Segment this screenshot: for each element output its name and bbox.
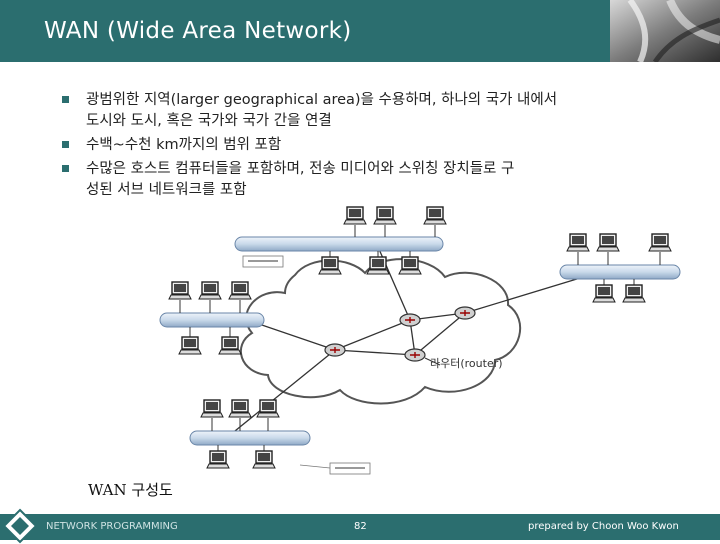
lan-bus-top: [234, 236, 444, 252]
host-computer-icon: [343, 206, 367, 225]
host-computer-icon: [318, 256, 342, 275]
bullet-item: 수백~수천 km까지의 범위 포함: [62, 135, 702, 156]
host-computer-icon: [596, 233, 620, 252]
bullet-square-icon: [62, 141, 69, 148]
host-computer-icon: [228, 399, 252, 418]
host-computer-icon: [648, 233, 672, 252]
host-computer-icon: [200, 399, 224, 418]
bullet-square-icon: [62, 165, 69, 172]
host-computer-icon: [373, 206, 397, 225]
host-computer-icon: [218, 336, 242, 355]
bullet-text: 수많은 호스트 컴퓨터들을 포함하며, 전송 미디어와 스위칭 장치들로 구 성…: [86, 161, 515, 198]
router-icon: [454, 306, 476, 320]
slide-header: WAN (Wide Area Network): [0, 0, 720, 62]
router-icon: [324, 343, 346, 357]
bullet-text: 수백~수천 km까지의 범위 포함: [86, 137, 282, 153]
host-computer-icon: [206, 450, 230, 469]
slide-title: WAN (Wide Area Network): [44, 18, 352, 44]
router-icon: [404, 348, 426, 362]
host-computer-icon: [228, 281, 252, 300]
host-computer-icon: [592, 284, 616, 303]
header-decoration-image: [610, 0, 720, 62]
lan-bus-bottom: [189, 430, 311, 446]
bullet-square-icon: [62, 96, 69, 103]
diamond-logo-icon: [2, 508, 38, 544]
lan-bus-right: [559, 264, 681, 280]
footer-author: prepared by Choon Woo Kwon: [528, 521, 679, 532]
bullet-text: 광범위한 지역(larger geographical area)을 수용하며,…: [86, 92, 558, 129]
diagram-caption: WAN 구성도: [88, 481, 173, 499]
footer-course: NETWORK PROGRAMMING: [46, 521, 178, 532]
page-number: 82: [354, 521, 367, 532]
bullet-list: 광범위한 지역(larger geographical area)을 수용하며,…: [62, 90, 702, 204]
host-computer-icon: [168, 281, 192, 300]
host-computer-icon: [198, 281, 222, 300]
host-computer-icon: [256, 399, 280, 418]
host-computer-icon: [622, 284, 646, 303]
slide-footer: [0, 514, 720, 540]
bullet-item: 수많은 호스트 컴퓨터들을 포함하며, 전송 미디어와 스위칭 장치들로 구 성…: [62, 159, 702, 201]
host-computer-icon: [366, 256, 390, 275]
router-label: 라우터(router): [430, 357, 503, 370]
host-computer-icon: [252, 450, 276, 469]
host-computer-icon: [398, 256, 422, 275]
host-computer-icon: [566, 233, 590, 252]
host-computer-icon: [178, 336, 202, 355]
wan-diagram: 라우터(router): [159, 206, 681, 475]
lan-bus-left: [159, 312, 265, 328]
bullet-item: 광범위한 지역(larger geographical area)을 수용하며,…: [62, 90, 702, 132]
host-computer-icon: [423, 206, 447, 225]
router-icon: [399, 313, 421, 327]
